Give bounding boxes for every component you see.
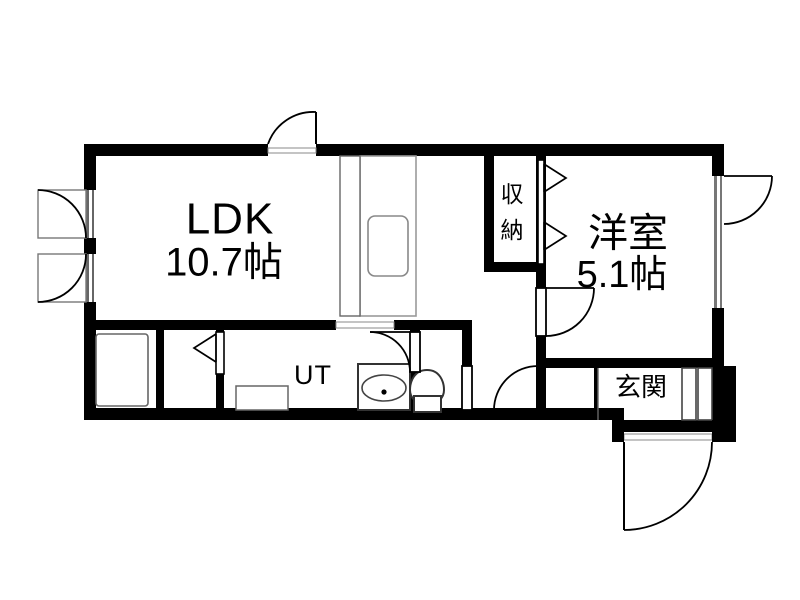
label-ut: UT bbox=[294, 360, 332, 390]
kitchen-sink bbox=[367, 215, 409, 277]
kitchen-counter bbox=[339, 155, 417, 317]
ldk-west-window-lower[interactable] bbox=[37, 253, 87, 303]
label-ldk-area: 10.7帖 bbox=[165, 241, 283, 285]
toilet bbox=[408, 368, 446, 413]
label-washitsu-area: 5.1帖 bbox=[577, 254, 668, 296]
ut-north-opening bbox=[335, 320, 395, 330]
toilet-door[interactable] bbox=[369, 331, 421, 373]
room-labels: LDK 10.7帖 洋室 5.1帖 UT 玄関 収 納 bbox=[165, 181, 668, 402]
washing-machine-pan bbox=[235, 385, 289, 411]
washitsu-east-door-arc[interactable] bbox=[723, 175, 773, 225]
washitsu-door[interactable] bbox=[535, 287, 595, 337]
label-washitsu-name: 洋室 bbox=[588, 212, 668, 256]
washbasin bbox=[357, 363, 411, 411]
label-closet-char1: 収 bbox=[501, 181, 524, 207]
shoe-cabinet bbox=[681, 367, 713, 421]
genkan-protrusion-walls bbox=[612, 420, 736, 442]
closet-folding-door[interactable] bbox=[537, 159, 568, 265]
washroom-folding-door[interactable] bbox=[192, 331, 225, 375]
label-ldk-name: LDK bbox=[186, 195, 275, 244]
ldk-north-door[interactable] bbox=[267, 111, 317, 156]
washitsu-east-window[interactable] bbox=[712, 176, 724, 308]
ldk-west-window-upper[interactable] bbox=[37, 189, 87, 239]
label-closet-char2: 納 bbox=[501, 217, 524, 243]
hall-door[interactable] bbox=[461, 365, 539, 411]
bathtub bbox=[95, 333, 149, 407]
ldk-west-window-group bbox=[84, 190, 96, 302]
label-genkan: 玄関 bbox=[615, 372, 667, 402]
